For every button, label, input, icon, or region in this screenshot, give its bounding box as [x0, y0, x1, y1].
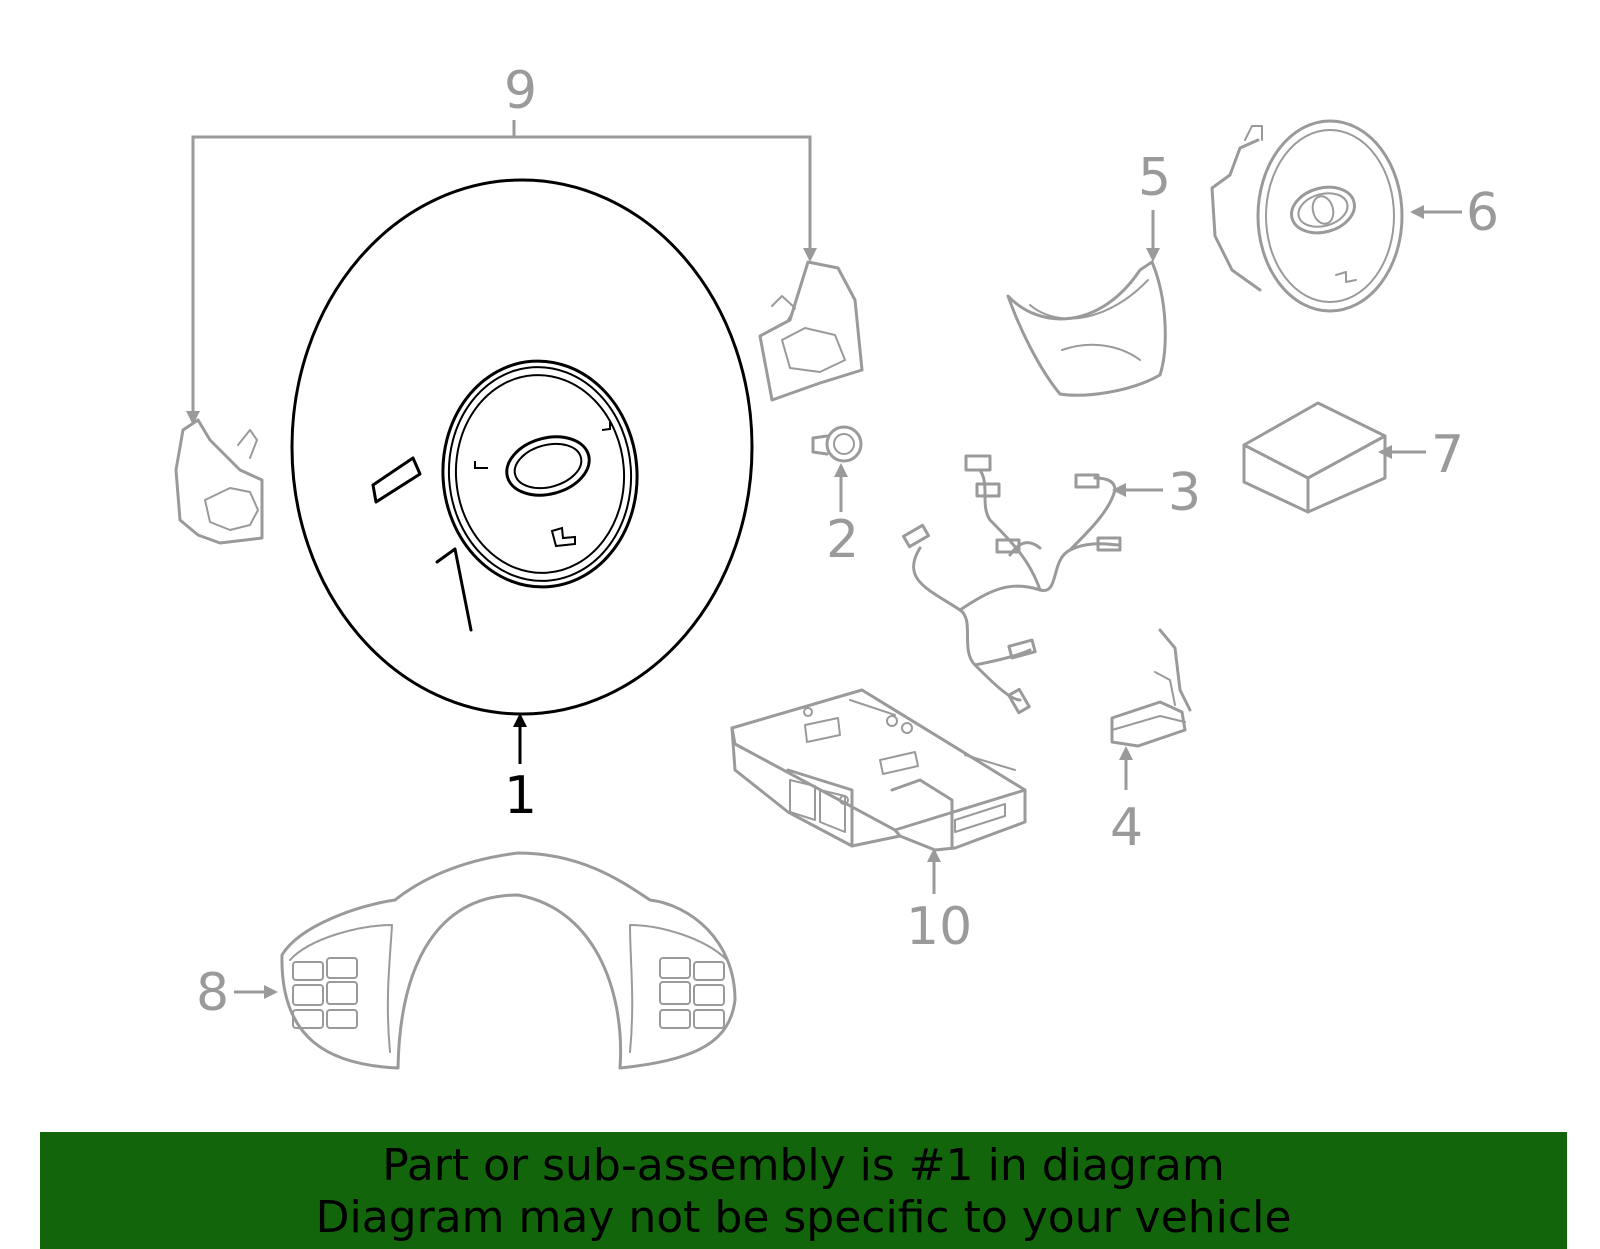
- part-5-lower-cover[interactable]: [1006, 260, 1167, 397]
- part-7-module-box[interactable]: [1242, 401, 1387, 514]
- part-1-airbag-assembly[interactable]: [290, 178, 754, 716]
- callout-8: 8: [196, 963, 229, 1023]
- part-8-switch-bezel[interactable]: [280, 851, 737, 1070]
- callout-10: 10: [906, 897, 972, 957]
- callout-6: 6: [1466, 183, 1499, 243]
- part-2-clip[interactable]: [811, 425, 863, 463]
- callout-2: 2: [826, 510, 859, 570]
- callout-3: 3: [1168, 463, 1201, 523]
- info-banner: Part or sub-assembly is #1 in diagram Di…: [40, 1132, 1567, 1249]
- banner-line-1: Part or sub-assembly is #1 in diagram: [382, 1140, 1225, 1191]
- callout-4: 4: [1110, 798, 1143, 858]
- banner-line-2: Diagram may not be specific to your vehi…: [315, 1192, 1292, 1243]
- part-9-paddle-switches[interactable]: [174, 120, 864, 545]
- part-3-wire-harness[interactable]: [901, 454, 1122, 715]
- callout-7: 7: [1431, 425, 1464, 485]
- callout-5: 5: [1138, 148, 1171, 208]
- part-4-switch[interactable]: [1110, 628, 1192, 748]
- part-10-control-module[interactable]: [730, 688, 1027, 852]
- part-6-airbag-module[interactable]: [1210, 119, 1404, 313]
- callout-1: 1: [504, 766, 537, 826]
- callout-9: 9: [504, 61, 537, 121]
